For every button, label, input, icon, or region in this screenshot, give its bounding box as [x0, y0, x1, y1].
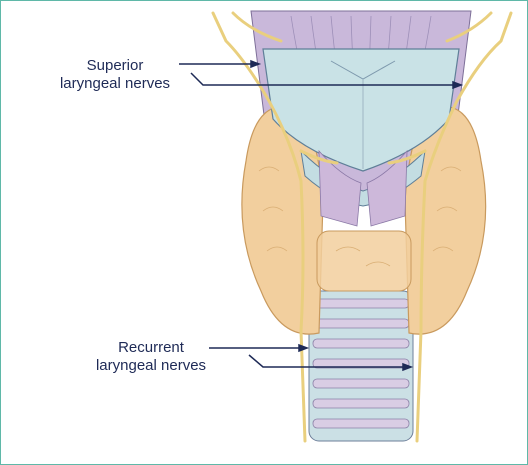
trachea — [309, 291, 413, 441]
recurrent-label-line2: laryngeal nerves — [71, 357, 231, 375]
superior-label-line1: Superior — [35, 57, 195, 75]
superior-laryngeal-nerves-label: Superior laryngeal nerves — [35, 57, 195, 93]
recurrent-laryngeal-nerves-label: Recurrent laryngeal nerves — [71, 339, 231, 375]
superior-label-line2: laryngeal nerves — [35, 75, 195, 93]
recurrent-label-line1: Recurrent — [71, 339, 231, 357]
